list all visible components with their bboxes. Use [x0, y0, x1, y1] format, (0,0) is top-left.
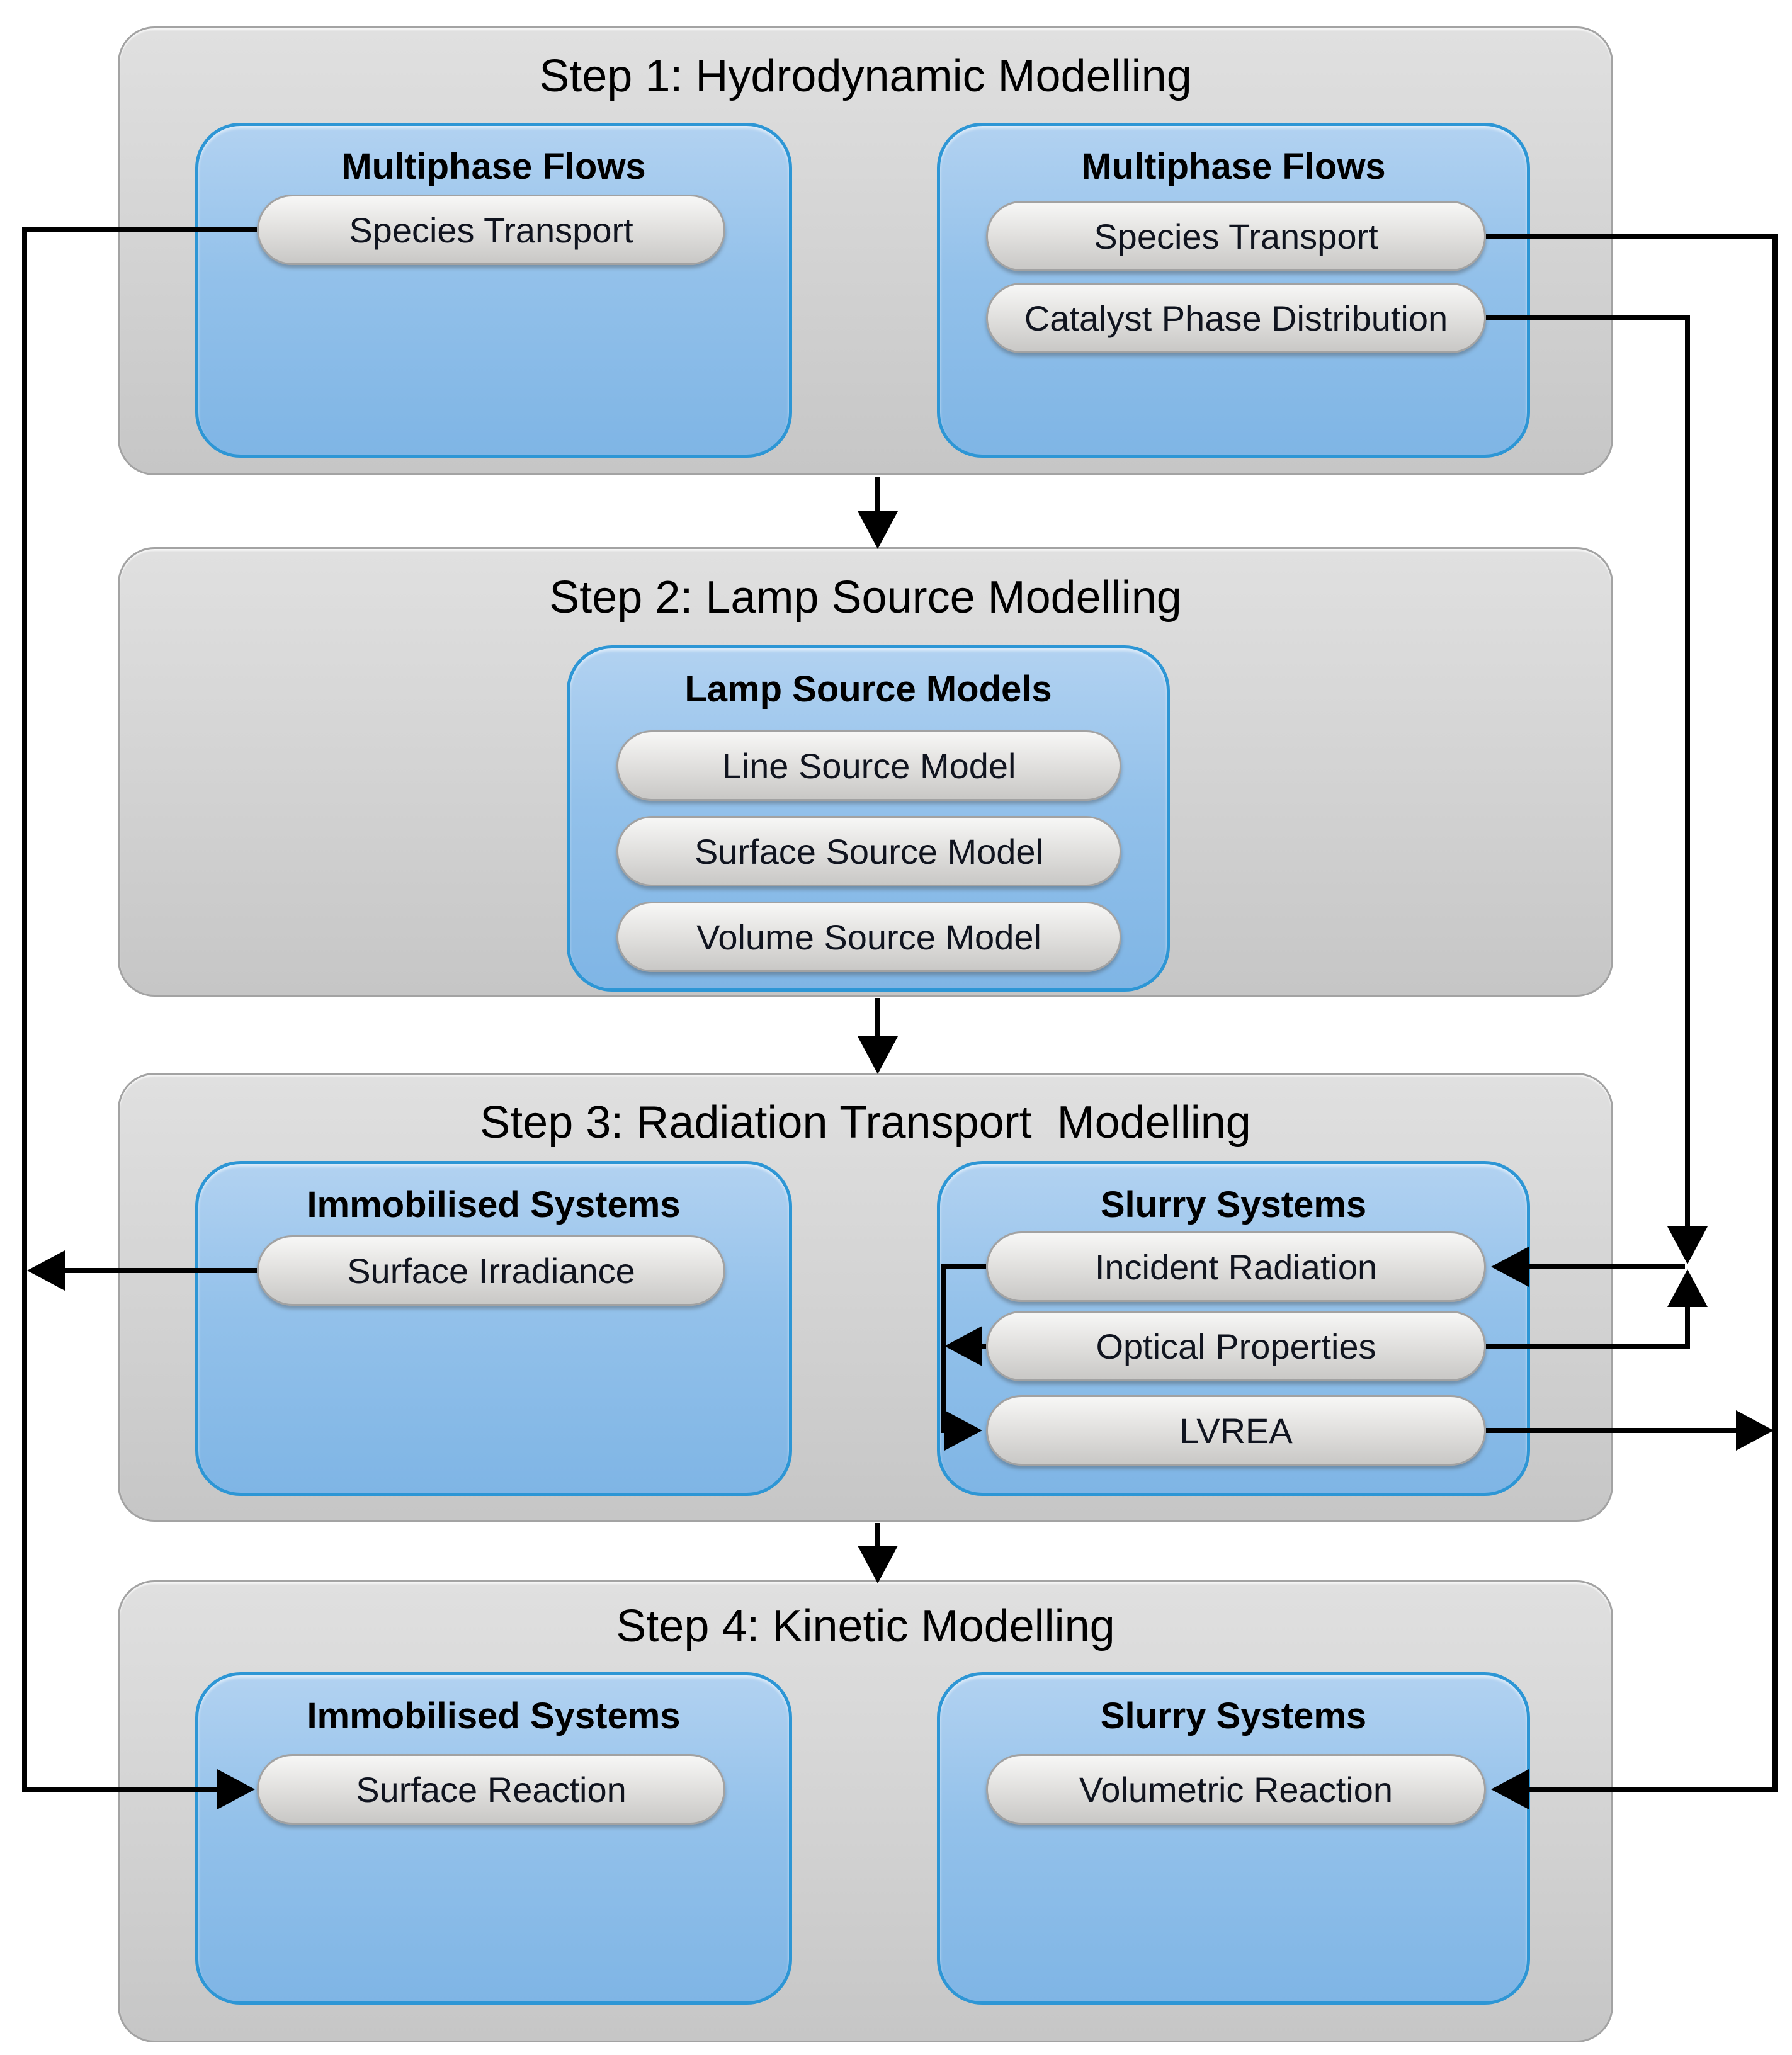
step1-multiphase-flows-left-box	[195, 123, 792, 458]
arrowhead-lvrea-right	[1736, 1410, 1774, 1451]
step3-right-box-title: Slurry Systems	[1100, 1184, 1367, 1225]
step4-slurry-systems-box	[937, 1672, 1530, 2005]
step2-title: Step 2: Lamp Source Modelling	[549, 572, 1182, 623]
arrowhead-step3-to-step4	[858, 1546, 898, 1583]
step1-title: Step 1: Hydrodynamic Modelling	[539, 51, 1192, 101]
pill-species-transport-right: Species Transport	[986, 201, 1486, 271]
pill-line-source-model: Line Source Model	[616, 730, 1121, 801]
pill-species-transport-left: Species Transport	[257, 195, 725, 265]
step4-right-box-title: Slurry Systems	[1100, 1696, 1367, 1736]
arrowhead-catalyst-down	[1667, 1226, 1708, 1264]
pill-incident-radiation: Incident Radiation	[986, 1231, 1486, 1302]
step2-box-title: Lamp Source Models	[684, 669, 1052, 710]
pill-surface-reaction: Surface Reaction	[257, 1754, 725, 1825]
pill-volumetric-reaction: Volumetric Reaction	[986, 1754, 1486, 1825]
step4-left-box-title: Immobilised Systems	[307, 1696, 681, 1736]
step3-immobilised-systems-box	[195, 1161, 792, 1496]
pill-lvrea: LVREA	[986, 1395, 1486, 1466]
arrowhead-optical-up	[1667, 1269, 1708, 1307]
step4-immobilised-systems-box	[195, 1672, 792, 2005]
step3-title: Step 3: Radiation Transport Modelling	[480, 1097, 1251, 1148]
arrowhead-surface-irradiance-left	[27, 1250, 65, 1291]
pill-surface-source-model: Surface Source Model	[616, 816, 1121, 886]
arrowhead-step1-to-step2	[858, 511, 898, 549]
step3-left-box-title: Immobilised Systems	[307, 1184, 681, 1225]
arrowhead-step2-to-step3	[858, 1036, 898, 1074]
step1-left-box-title: Multiphase Flows	[341, 146, 646, 187]
step4-title: Step 4: Kinetic Modelling	[616, 1601, 1115, 1651]
pill-surface-irradiance: Surface Irradiance	[257, 1235, 725, 1306]
pill-catalyst-phase-distribution: Catalyst Phase Distribution	[986, 283, 1486, 353]
step1-right-box-title: Multiphase Flows	[1081, 146, 1386, 187]
pill-optical-properties: Optical Properties	[986, 1311, 1486, 1381]
pill-volume-source-model: Volume Source Model	[616, 902, 1121, 972]
